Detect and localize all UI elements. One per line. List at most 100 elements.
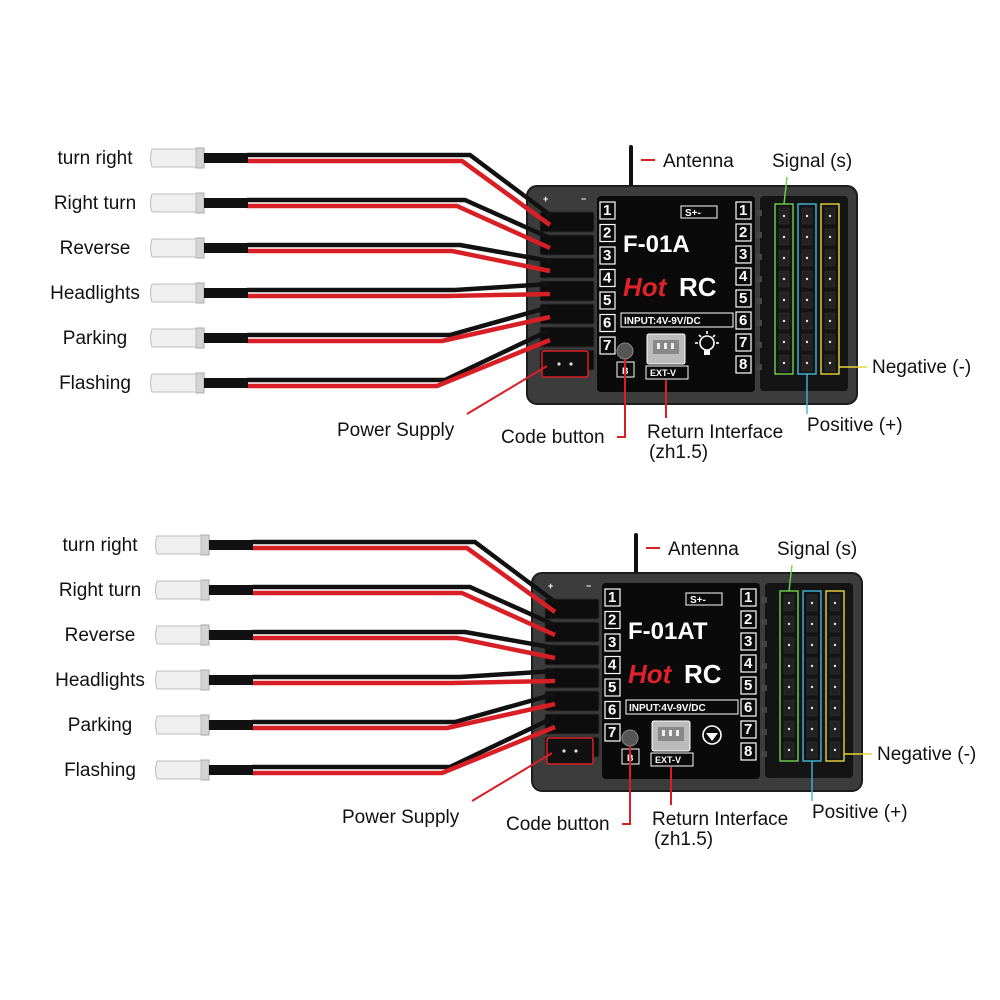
left-channel-number-box bbox=[604, 610, 621, 630]
left-channel-number-box bbox=[604, 700, 621, 720]
header-pin bbox=[805, 235, 809, 239]
ext-v-pin bbox=[676, 730, 679, 736]
right-channel-number: 5 bbox=[744, 677, 752, 694]
header-pin bbox=[782, 277, 786, 281]
gyro-ring bbox=[702, 725, 722, 745]
header-pin bbox=[787, 622, 791, 626]
light-wire-red bbox=[252, 635, 556, 661]
header-pin bbox=[805, 256, 809, 260]
left-channel-number-box bbox=[604, 633, 621, 652]
header-pin bbox=[828, 340, 832, 344]
header-pin bbox=[828, 214, 832, 218]
left-channel-number: 5 bbox=[603, 292, 611, 309]
led-bulb-icon bbox=[155, 714, 253, 736]
header-pin bbox=[805, 361, 809, 365]
left-channel-number-box bbox=[599, 336, 616, 355]
left-channel-number-box bbox=[599, 291, 616, 310]
light-wire-red bbox=[252, 701, 556, 731]
light-label: Reverse bbox=[65, 625, 136, 646]
header-pin bbox=[810, 706, 814, 710]
left-channel-number: 5 bbox=[608, 679, 616, 696]
header-pin bbox=[810, 748, 814, 752]
header-pin bbox=[810, 664, 814, 668]
led-leads bbox=[209, 765, 253, 775]
light-wire-red bbox=[247, 314, 551, 344]
right-channel-number: 7 bbox=[739, 334, 747, 351]
bulb-icon bbox=[695, 331, 719, 355]
header-pin bbox=[833, 685, 837, 689]
power-supply-leader bbox=[471, 752, 553, 802]
led-rim bbox=[200, 624, 210, 646]
led-lens bbox=[150, 148, 197, 168]
led-lens bbox=[150, 238, 197, 258]
pin-header-tab bbox=[761, 641, 767, 647]
light-wire-black bbox=[252, 691, 556, 725]
led-rim bbox=[195, 372, 205, 394]
light-wire-black bbox=[247, 152, 552, 217]
header-pin bbox=[782, 319, 786, 323]
header-pin bbox=[787, 643, 791, 647]
light-wire-black bbox=[252, 668, 556, 680]
code-button bbox=[616, 342, 634, 360]
light-wire-black bbox=[252, 584, 556, 628]
left-channel-socket bbox=[539, 211, 595, 233]
gyro-mark bbox=[706, 733, 718, 741]
left-channel-number: 1 bbox=[608, 589, 616, 606]
right-channel-number-box bbox=[735, 267, 752, 286]
positive-label: Positive (+) bbox=[807, 415, 903, 436]
brand-hot: Hot bbox=[628, 659, 673, 689]
header-pin bbox=[833, 622, 837, 626]
header-pin bbox=[787, 706, 791, 710]
light-label: Parking bbox=[63, 328, 127, 349]
power-supply-label: Power Supply bbox=[337, 420, 455, 441]
brand-rc: RC bbox=[684, 659, 722, 689]
left-channel-number: 3 bbox=[608, 634, 616, 651]
light-label: Flashing bbox=[59, 373, 131, 394]
header-pin bbox=[782, 214, 786, 218]
led-leads bbox=[204, 153, 248, 163]
code-button bbox=[621, 729, 639, 747]
led-bulb-icon bbox=[155, 669, 253, 691]
left-channel-number: 3 bbox=[603, 247, 611, 264]
left-channel-number: 6 bbox=[603, 315, 611, 332]
light-wire-pair bbox=[247, 242, 551, 274]
led-bulb-icon bbox=[150, 327, 248, 349]
led-leads bbox=[204, 243, 248, 253]
header-pin bbox=[782, 298, 786, 302]
left-channel-number-box bbox=[604, 678, 621, 697]
ext-v-label: EXT-V bbox=[650, 368, 676, 378]
led-leads bbox=[209, 540, 253, 550]
right-channel-number-box bbox=[740, 742, 757, 761]
header-pin bbox=[787, 748, 791, 752]
left-channel-number: 4 bbox=[608, 657, 617, 674]
right-channel-number: 6 bbox=[739, 312, 747, 329]
power-pin bbox=[562, 749, 566, 753]
led-leads bbox=[204, 378, 248, 388]
light-wire-black bbox=[247, 281, 551, 293]
led-leads bbox=[209, 585, 253, 595]
ext-v-pin bbox=[669, 730, 672, 736]
input-spec: INPUT:4V-9V/DC bbox=[624, 316, 701, 327]
led-bulb-icon bbox=[150, 147, 248, 169]
right-channel-number-box bbox=[740, 588, 757, 607]
light-label: Reverse bbox=[60, 238, 131, 259]
right-channel-number-box bbox=[740, 676, 757, 695]
led-rim bbox=[195, 282, 205, 304]
bulb-ray bbox=[698, 334, 702, 338]
light-wire-black bbox=[247, 242, 551, 264]
header-pin bbox=[828, 319, 832, 323]
light-wire-black bbox=[252, 629, 556, 651]
header-pin bbox=[833, 706, 837, 710]
brand-rc: RC bbox=[679, 272, 717, 302]
header-pin bbox=[787, 685, 791, 689]
led-rim bbox=[200, 534, 210, 556]
light-wire-red bbox=[252, 724, 556, 776]
power-pin bbox=[574, 749, 578, 753]
header-pin bbox=[828, 235, 832, 239]
left-channel-number: 1 bbox=[603, 202, 611, 219]
negative-label: Negative (-) bbox=[872, 357, 971, 378]
pin-header-tab bbox=[761, 663, 767, 669]
led-rim bbox=[200, 669, 210, 691]
pin-header-tab bbox=[756, 298, 762, 304]
